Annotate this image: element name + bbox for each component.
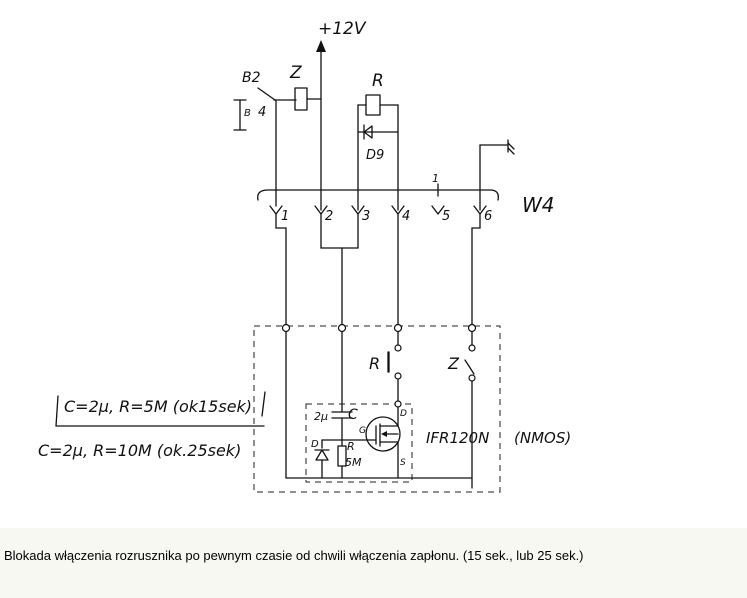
schematic-drawing: +12V B2 B 4 Z R D9: [38, 19, 571, 493]
pin-4: 4: [391, 205, 410, 224]
relay-r: R: [357, 71, 399, 211]
note-2: C=2µ, R=10M (ok.25sek): [38, 441, 241, 460]
module-outline: [253, 325, 501, 493]
contact-r-label: R: [369, 354, 380, 373]
pin-6: 6: [473, 205, 492, 224]
supply-label: +12V: [318, 19, 367, 39]
pin-4-label: 4: [402, 209, 410, 224]
pin-3-label: 3: [362, 209, 370, 224]
wiring: [275, 213, 481, 329]
coil-z: Z: [289, 63, 322, 111]
terminal-3: [393, 323, 403, 333]
pin-3: 3: [351, 205, 370, 224]
diode-d9-label: D9: [366, 148, 384, 163]
mosfet-type-label: (NMOS): [514, 429, 571, 447]
connector-label: W4: [522, 193, 555, 217]
caption: Blokada włączenia rozrusznika po pewnym …: [4, 548, 584, 563]
note-1-text: C=2µ, R=5M (ok15sek): [64, 397, 252, 416]
pin-5-label: 5: [442, 209, 450, 224]
b2-label: B2: [242, 70, 261, 86]
terminal-2: [337, 323, 347, 333]
contact-z-label: Z: [447, 354, 460, 373]
resistor-r: R 5M: [337, 439, 362, 479]
note-2-text: C=2µ, R=10M (ok.25sek): [38, 441, 241, 460]
schematic-scan: +12V B2 B 4 Z R D9: [38, 19, 572, 493]
mosfet: G D S: [359, 406, 407, 479]
gate-label: G: [359, 426, 366, 436]
drain-label: D: [400, 409, 407, 419]
cap-label: C: [348, 407, 358, 423]
pin-2: 2: [314, 205, 333, 224]
diode-d9: D9: [357, 124, 399, 163]
contact-r: R: [369, 331, 402, 408]
pin-1-label: 1: [281, 209, 289, 224]
source-label: S: [400, 458, 406, 468]
contact-z: Z: [447, 331, 476, 489]
relay-r-label: R: [372, 71, 384, 91]
pin-2-label: 2: [325, 209, 333, 224]
timer-outline: [305, 403, 413, 483]
pin-5: 5: [431, 205, 450, 224]
caption-strip: [0, 528, 747, 598]
mosfet-part-label: IFR120N: [426, 429, 489, 447]
connector-w4: 1 W4: [257, 172, 555, 217]
coil-z-label: Z: [289, 63, 302, 83]
connector-marker: 1: [432, 172, 439, 185]
terminal-1: [281, 323, 291, 333]
res-value: 5M: [345, 456, 362, 469]
b2-pin-label: 4: [258, 105, 266, 120]
capacitor-c: 2µ C: [314, 331, 358, 441]
pin-6-label: 6: [484, 209, 492, 224]
ground-symbol: [479, 139, 515, 211]
b2-switch: B2 B 4: [233, 70, 297, 131]
res-label: R: [347, 440, 355, 453]
diode-d-label: D: [311, 439, 319, 450]
note-1: C=2µ, R=5M (ok15sek): [55, 391, 266, 427]
terminal-4: [467, 323, 477, 333]
pin-1: 1: [269, 99, 289, 224]
b-label: B: [244, 108, 251, 119]
supply-12v: +12V: [316, 19, 367, 211]
cap-value: 2µ: [314, 410, 328, 423]
diode-d: D: [311, 439, 330, 479]
